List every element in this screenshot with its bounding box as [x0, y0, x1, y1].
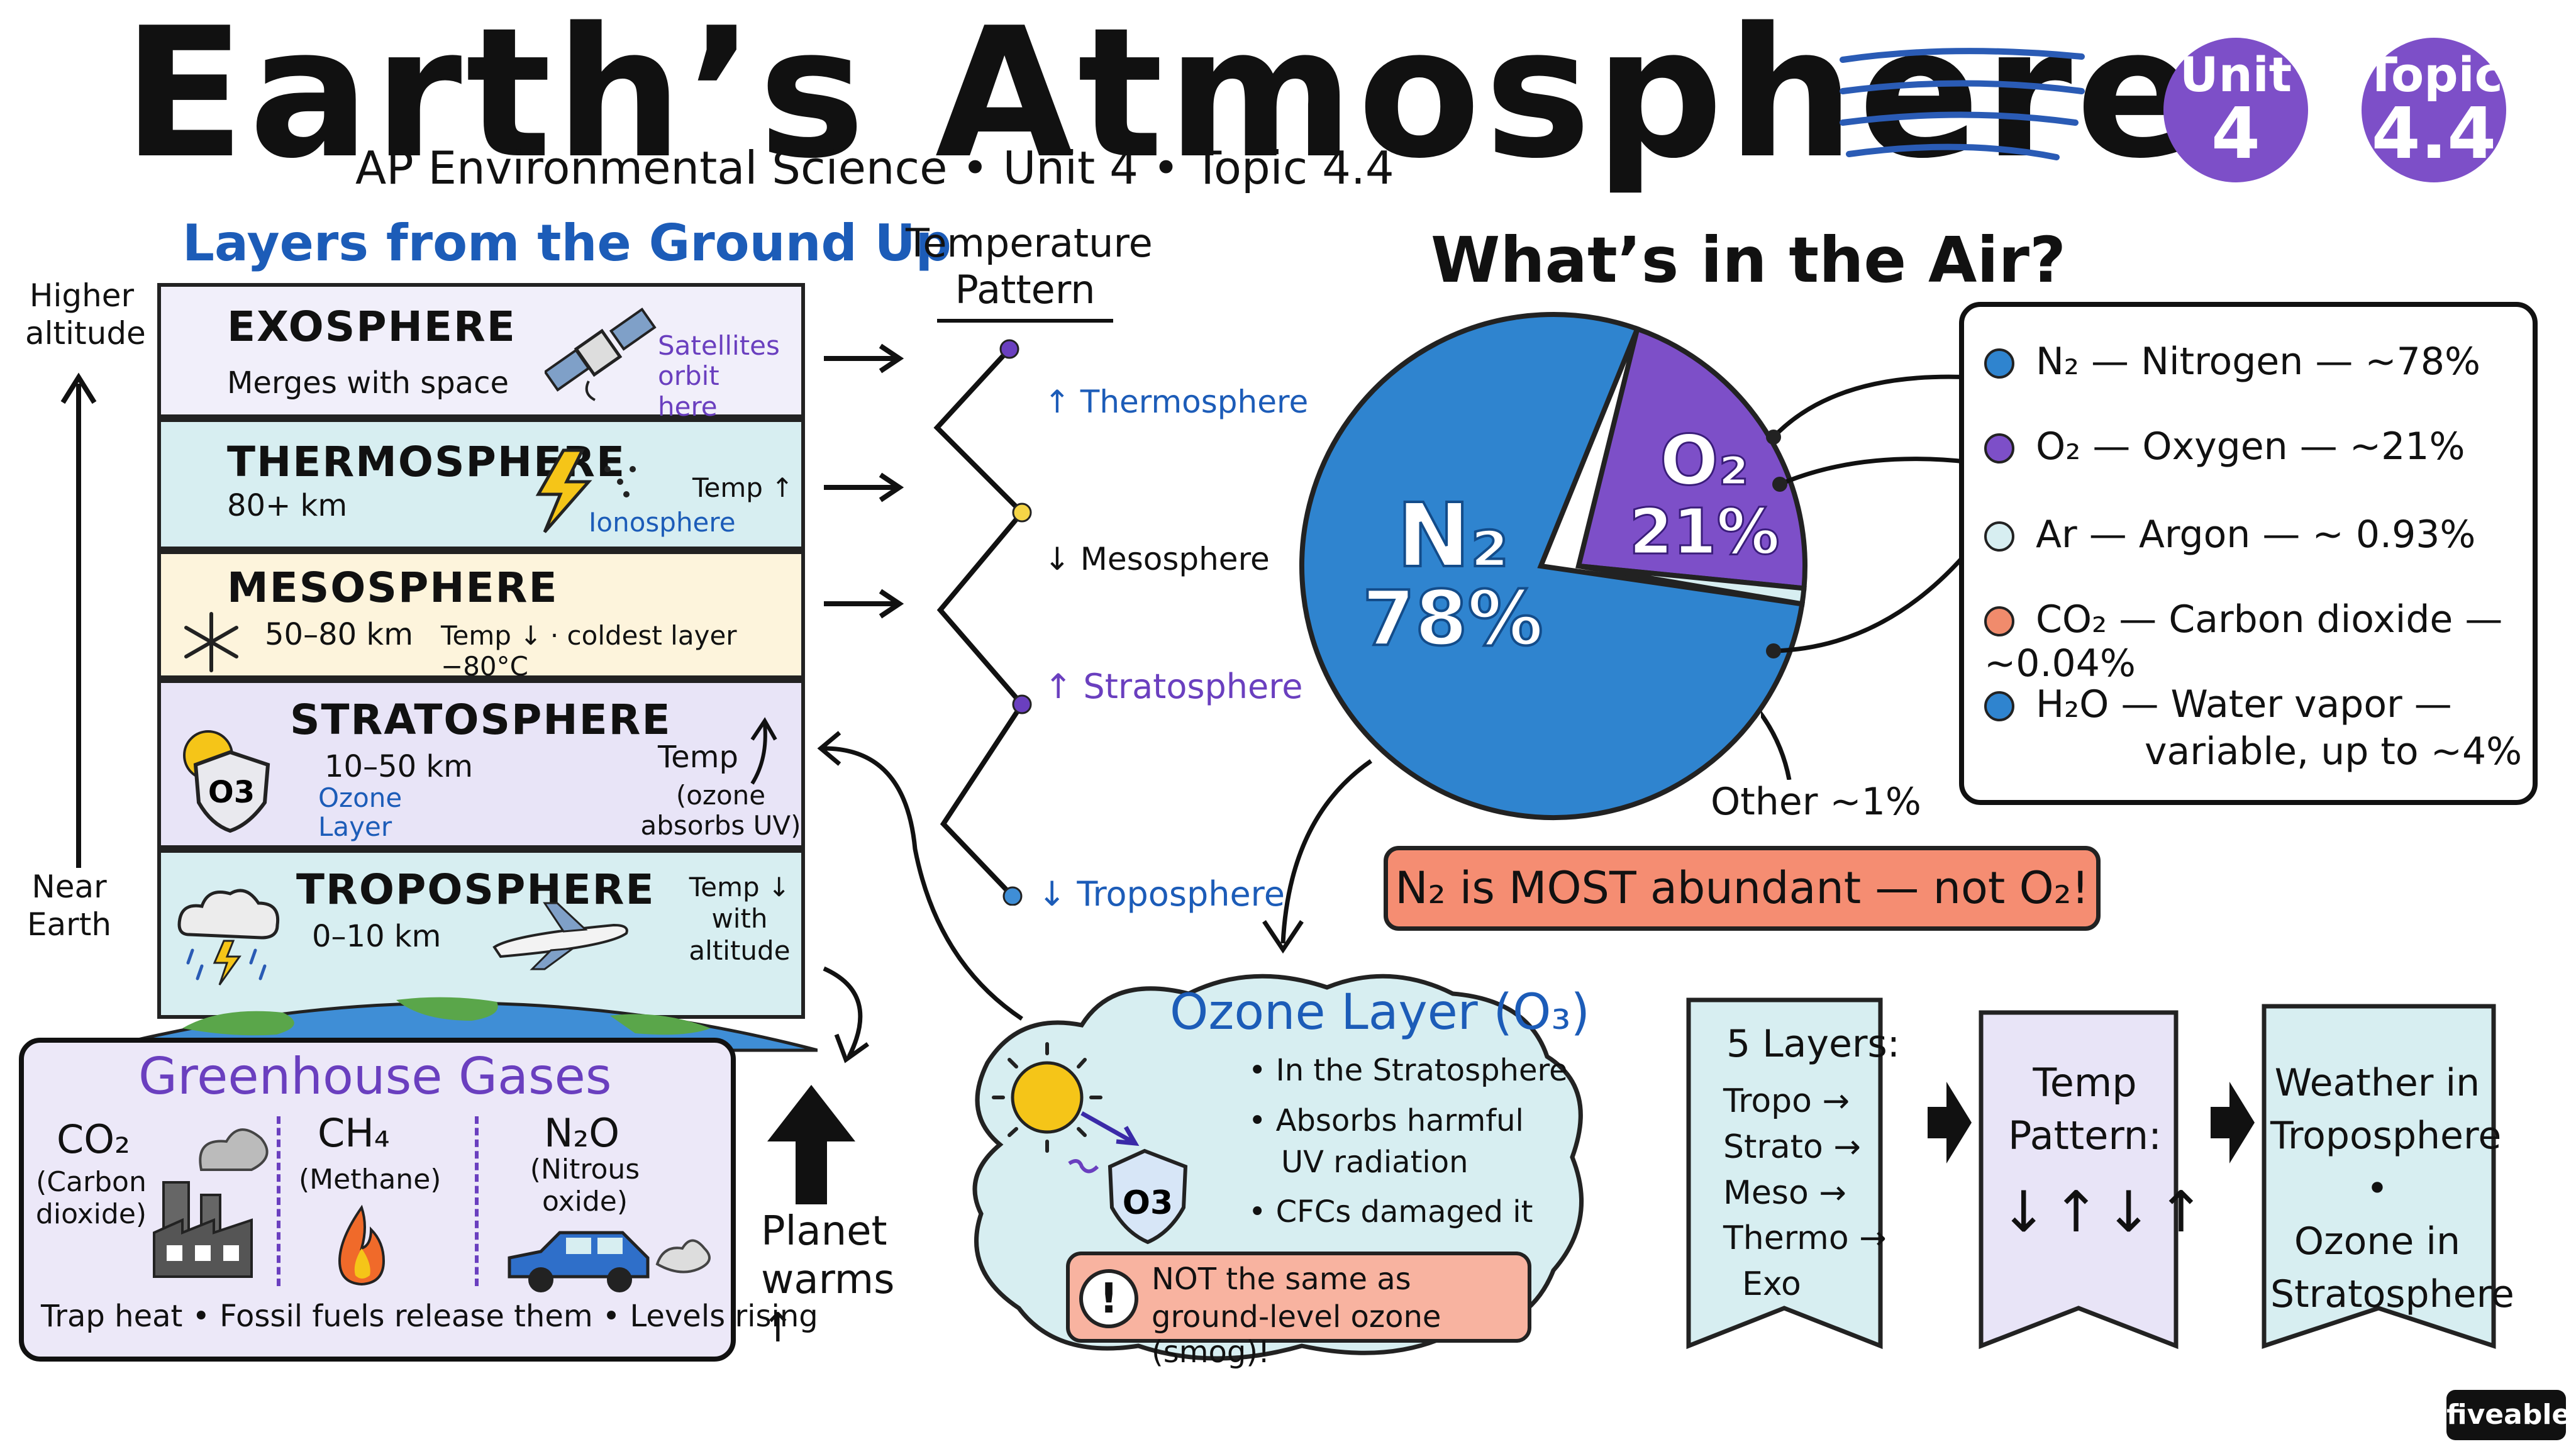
- legend-dot: [1984, 348, 2014, 379]
- gas-divider-2: [475, 1116, 482, 1286]
- legend-connectors: [1761, 374, 1974, 780]
- layer-thermosphere: THERMOSPHERE 80+ km Ionosphere Temp ↑: [157, 418, 805, 550]
- axis-bottom-label: Near Earth: [26, 869, 112, 943]
- pie-slice-o2: [1575, 325, 1807, 591]
- factory-icon: [153, 1128, 269, 1278]
- pie-slice-n2: [1299, 312, 1805, 820]
- gas-divider-1: [277, 1116, 284, 1286]
- planet-warms-label: Planet warms ↑: [761, 1208, 895, 1352]
- wind-lines-icon: [1840, 48, 2085, 160]
- summary-layers-list: Tropo → Strato → Meso → Thermo → Exo: [1723, 1082, 1887, 1304]
- gas-n2o-name: (Nitrous oxide): [530, 1153, 640, 1218]
- svg-text:O3: O3: [1123, 1184, 1173, 1222]
- layer-exosphere: EXOSPHERE Merges with space Satellites o…: [157, 283, 805, 421]
- axis-top-label: Higher altitude: [25, 277, 146, 352]
- layers-section-title: Layers from the Ground Up: [182, 214, 952, 272]
- legend-row-co2: CO₂ — Carbon dioxide — ~0.04%: [1984, 597, 2503, 686]
- layer-troposphere: TROPOSPHERE 0–10 km Temp ↓ with altitude: [157, 849, 805, 1019]
- page-subtitle: AP Environmental Science • Unit 4 • Topi…: [355, 142, 1394, 194]
- topic-badge: Topic 4.4: [2362, 38, 2506, 182]
- gas-n2o-formula: N₂O: [544, 1110, 620, 1156]
- layer-mesosphere: MESOSPHERE 50–80 km Temp ↓ · coldest lay…: [157, 550, 805, 682]
- greenhouse-title: Greenhouse Gases: [138, 1047, 612, 1106]
- storm-cloud-icon: [177, 889, 280, 985]
- pattern-stratosphere: ↑ Stratosphere: [1044, 667, 1303, 706]
- pie-label-n2-pct: 78%: [1362, 575, 1543, 663]
- planet-warms-arrow-icon: [767, 1085, 855, 1204]
- pie-to-ozone-arrow: [1262, 759, 1372, 954]
- pie-label-n2: N₂: [1397, 485, 1509, 587]
- sun-uv-shield-icon: O3: [992, 1042, 1188, 1245]
- flame-icon: [338, 1204, 386, 1286]
- nitrogen-callout: N₂ is MOST abundant — not O₂!: [1384, 846, 2101, 931]
- summary-weather-ozone: Weather in Troposphere • Ozone in Strato…: [2270, 1061, 2514, 1316]
- car-icon: [508, 1231, 711, 1292]
- airplane-icon: [492, 902, 628, 970]
- pie-label-o2-pct: 21%: [1629, 495, 1779, 569]
- layer-stratosphere: STRATOSPHERE O3 10–50 km Ozone Layer Tem…: [157, 679, 805, 849]
- legend-row-n2: N₂ — Nitrogen — ~78%: [1984, 340, 2480, 384]
- ozone-warning: ! NOT the same as ground-level ozone (sm…: [1066, 1252, 1531, 1370]
- legend-row-h2o: H₂O — Water vapor —: [1984, 682, 2452, 726]
- altitude-arrow-icon: [60, 372, 97, 868]
- gas-co2-name: (Carbon dioxide): [35, 1166, 147, 1230]
- snowflake-icon: [184, 612, 238, 672]
- pattern-troposphere: ↓ Troposphere: [1038, 874, 1285, 914]
- svg-text:O3: O3: [208, 775, 255, 810]
- summary-temp-arrows: ↓↑↓↑: [2000, 1179, 2210, 1245]
- legend-row-o2: O₂ — Oxygen — ~21%: [1984, 425, 2465, 469]
- unit-badge: Unit 4: [2163, 38, 2308, 182]
- greenhouse-footer: Trap heat • Fossil fuels release them • …: [41, 1299, 818, 1334]
- air-section-title: What’s in the Air?: [1431, 223, 2067, 297]
- earth-to-greenhouse-arrow: [823, 966, 870, 1063]
- pattern-mesosphere: ↓ Mesosphere: [1044, 541, 1270, 577]
- temp-pattern-underline: [937, 319, 1113, 323]
- gas-ch4-name: (Methane): [299, 1163, 441, 1196]
- composition-pie-chart: N₂ 78% O₂ 21%: [1299, 312, 1807, 820]
- legend-row-h2o-detail: variable, up to ~4%: [2145, 730, 2523, 774]
- ozone-to-stratosphere-arrow: [817, 731, 1023, 1021]
- temp-pattern-title: Temperature Pattern: [906, 220, 1153, 313]
- gas-co2-formula: CO₂: [57, 1116, 130, 1162]
- layer-arrows: [824, 343, 904, 619]
- summary-banners-bg: [1686, 997, 2496, 1350]
- ozone-bullets: • In the Stratosphere • Absorbs harmful …: [1248, 1053, 1568, 1230]
- pie-label-o2: O₂: [1660, 420, 1749, 501]
- ozone-title: Ozone Layer (O₃): [1170, 984, 1591, 1041]
- fiveable-logo: fiveable: [2446, 1390, 2570, 1440]
- composition-legend: [1959, 302, 2538, 805]
- lightning-icon: [535, 448, 636, 533]
- temperature-zigzag-icon: [933, 339, 1032, 906]
- satellite-icon: [545, 308, 657, 401]
- gas-ch4-formula: CH₄: [318, 1110, 390, 1156]
- ozone-shield-icon: O3: [183, 730, 270, 833]
- pie-label-other: Other ~1%: [1711, 780, 1921, 824]
- summary-temp-title: Temp Pattern:: [2008, 1060, 2162, 1158]
- greenhouse-box: [19, 1038, 736, 1362]
- summary-layers-title: 5 Layers:: [1726, 1022, 1901, 1066]
- pattern-thermosphere: ↑ Thermosphere: [1044, 384, 1309, 420]
- warning-icon: !: [1079, 1269, 1138, 1328]
- temp-up-arrow-icon: [750, 717, 777, 785]
- legend-row-ar: Ar — Argon — ~ 0.93%: [1984, 513, 2475, 557]
